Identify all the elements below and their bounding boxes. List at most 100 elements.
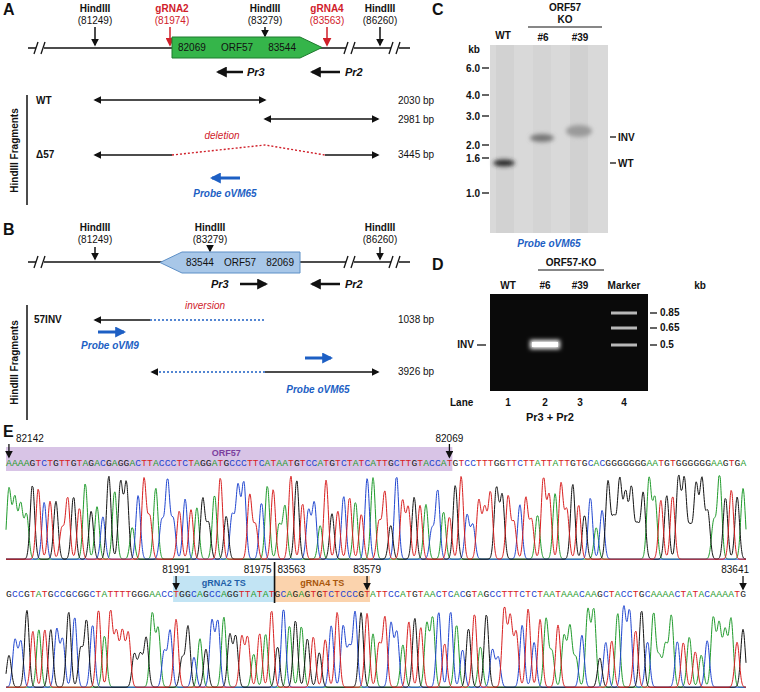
label: 3 [577,397,583,408]
label: HindIII [365,3,396,14]
label: 6.0 [466,63,480,74]
base-letter: T [609,589,615,600]
size-tick [650,312,657,313]
probe-arrow [305,357,331,360]
base-letter: G [71,458,77,469]
node-text: ORF57 [221,43,253,53]
base-letter: T [476,458,482,469]
label: 83641 [721,564,749,575]
label: WT [495,30,511,41]
base-letter: T [376,458,382,469]
base-letter: G [24,589,30,600]
node-text: ORF57 [224,258,256,268]
base-letter: T [147,458,153,469]
base-letter: C [229,458,235,469]
bracket-bar [26,95,28,205]
fragment-line [265,371,378,372]
base-letter: G [78,589,84,600]
base-letter: A [94,458,100,469]
base-letter: C [54,589,60,600]
base-letter: A [287,589,293,600]
base-letter: T [525,589,531,600]
base-letter: A [298,589,304,600]
base-letter: A [740,458,746,469]
base-letter: G [466,589,472,600]
base-letter: C [346,589,352,600]
base-letter: C [215,589,221,600]
label: KO [558,14,573,25]
base-letter: G [124,458,130,469]
break-mark [351,42,355,54]
base-letter: C [159,458,165,469]
grna-arrow [169,27,171,45]
base-letter: T [107,589,113,600]
arrow-outline [172,37,322,58]
label: 1.0 [466,188,480,199]
base-letter: T [692,589,698,600]
base-letter: T [59,458,65,469]
panel-letter: E [3,423,14,441]
label: 83579 [353,564,381,575]
base-letter: C [603,589,609,600]
label: gRNA2 TS [202,579,246,589]
chromatogram-trace [6,608,746,687]
base-letter: G [412,589,418,600]
base-letter: T [505,458,511,469]
base-letter: A [686,589,692,600]
base-letter: A [552,458,558,469]
primer-arrow [312,283,340,286]
label: 3.0 [466,111,480,122]
label: #39 [572,280,589,291]
group-line [528,26,602,27]
gene-arrow: 82069ORF5783544 [172,37,322,58]
node-text: 82069 [266,258,294,268]
break-mark [41,42,45,54]
base-letter: C [394,458,400,469]
base-letter: C [364,458,370,469]
site-arrow [264,27,266,36]
base-letter: A [646,458,652,469]
base-letter: G [699,458,705,469]
base-letter: A [221,589,227,600]
label: ORF57-KO [546,257,597,268]
base-letter: G [30,458,36,469]
base-letter: G [118,458,124,469]
base-letter: T [65,458,71,469]
base-letter: C [352,589,358,600]
site-arrow [379,247,381,259]
base-letter: G [106,458,112,469]
base-letter: G [388,458,394,469]
site-arrow [94,247,96,259]
label: 0.65 [660,322,679,333]
base-letter: A [18,458,24,469]
base-letter: T [529,458,535,469]
chromatogram-trace [6,607,746,687]
base-letter: A [317,458,323,469]
base-letter: A [728,589,734,600]
size-tick [482,67,489,68]
base-letter: C [588,458,594,469]
base-letter: A [615,589,621,600]
size-tick [482,94,489,95]
base-letter: T [323,458,329,469]
bracket-bar [26,305,28,420]
arrow-outline [160,252,300,273]
label: WT [36,95,52,106]
label: HindIII Fragments [9,320,20,404]
base-letter: T [247,458,253,469]
base-letter: T [288,458,294,469]
base-letter: A [573,589,579,600]
base-letter: G [597,589,603,600]
base-letter: A [423,458,429,469]
base-letter: C [165,458,171,469]
break-mark [34,256,38,268]
label: Probe oVM65 [517,238,580,249]
marker-band [611,327,637,330]
base-letter: T [30,589,36,600]
base-letter: T [482,458,488,469]
inversion-line [150,319,265,320]
dna-sequence: AAAAGTCTGTTGTAGACGAGGACTTACCCTCTAGGATGCC… [6,459,746,470]
label: gRNA2 [155,3,188,14]
base-letter: A [657,589,663,600]
